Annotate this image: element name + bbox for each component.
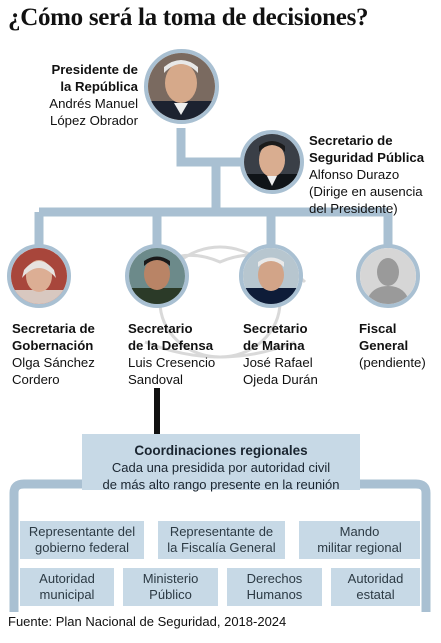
regional-coordination-heading: Coordinaciones regionales xyxy=(134,443,308,458)
fiscal-general-label: Fiscal General (pendiente) xyxy=(359,321,426,370)
president-label: Presidente de la República Andrés Manuel… xyxy=(49,62,138,128)
regional-coordination-line2: de más alto rango presente en la reunión xyxy=(102,477,340,492)
gobernacion-secretary-label: Secretaria de Gobernación Olga Sánchez C… xyxy=(12,321,95,387)
defensa-secretary-photo xyxy=(125,244,189,308)
source-note: Fuente: Plan Nacional de Seguridad, 2018… xyxy=(8,614,287,629)
regional-coordination-line1: Cada una presidida por autoridad civil xyxy=(111,460,331,475)
president-photo xyxy=(144,49,219,124)
marina-secretary-photo xyxy=(239,244,303,308)
fiscal-general-placeholder-icon xyxy=(356,244,420,308)
page-title: ¿Cómo será la toma de decisiones? xyxy=(8,4,369,31)
regional-coordination-box: Coordinaciones regionales Cada una presi… xyxy=(82,434,360,492)
gobernacion-secretary-photo xyxy=(7,244,71,308)
defensa-secretary-label: Secretario de la Defensa Luis Cresencio … xyxy=(128,321,216,387)
marina-secretary-label: Secretario de Marina José Rafael Ojeda D… xyxy=(243,321,318,387)
security-secretary-photo xyxy=(240,130,304,194)
security-secretary-label: Secretario de Seguridad Pública Alfonso … xyxy=(309,133,425,216)
